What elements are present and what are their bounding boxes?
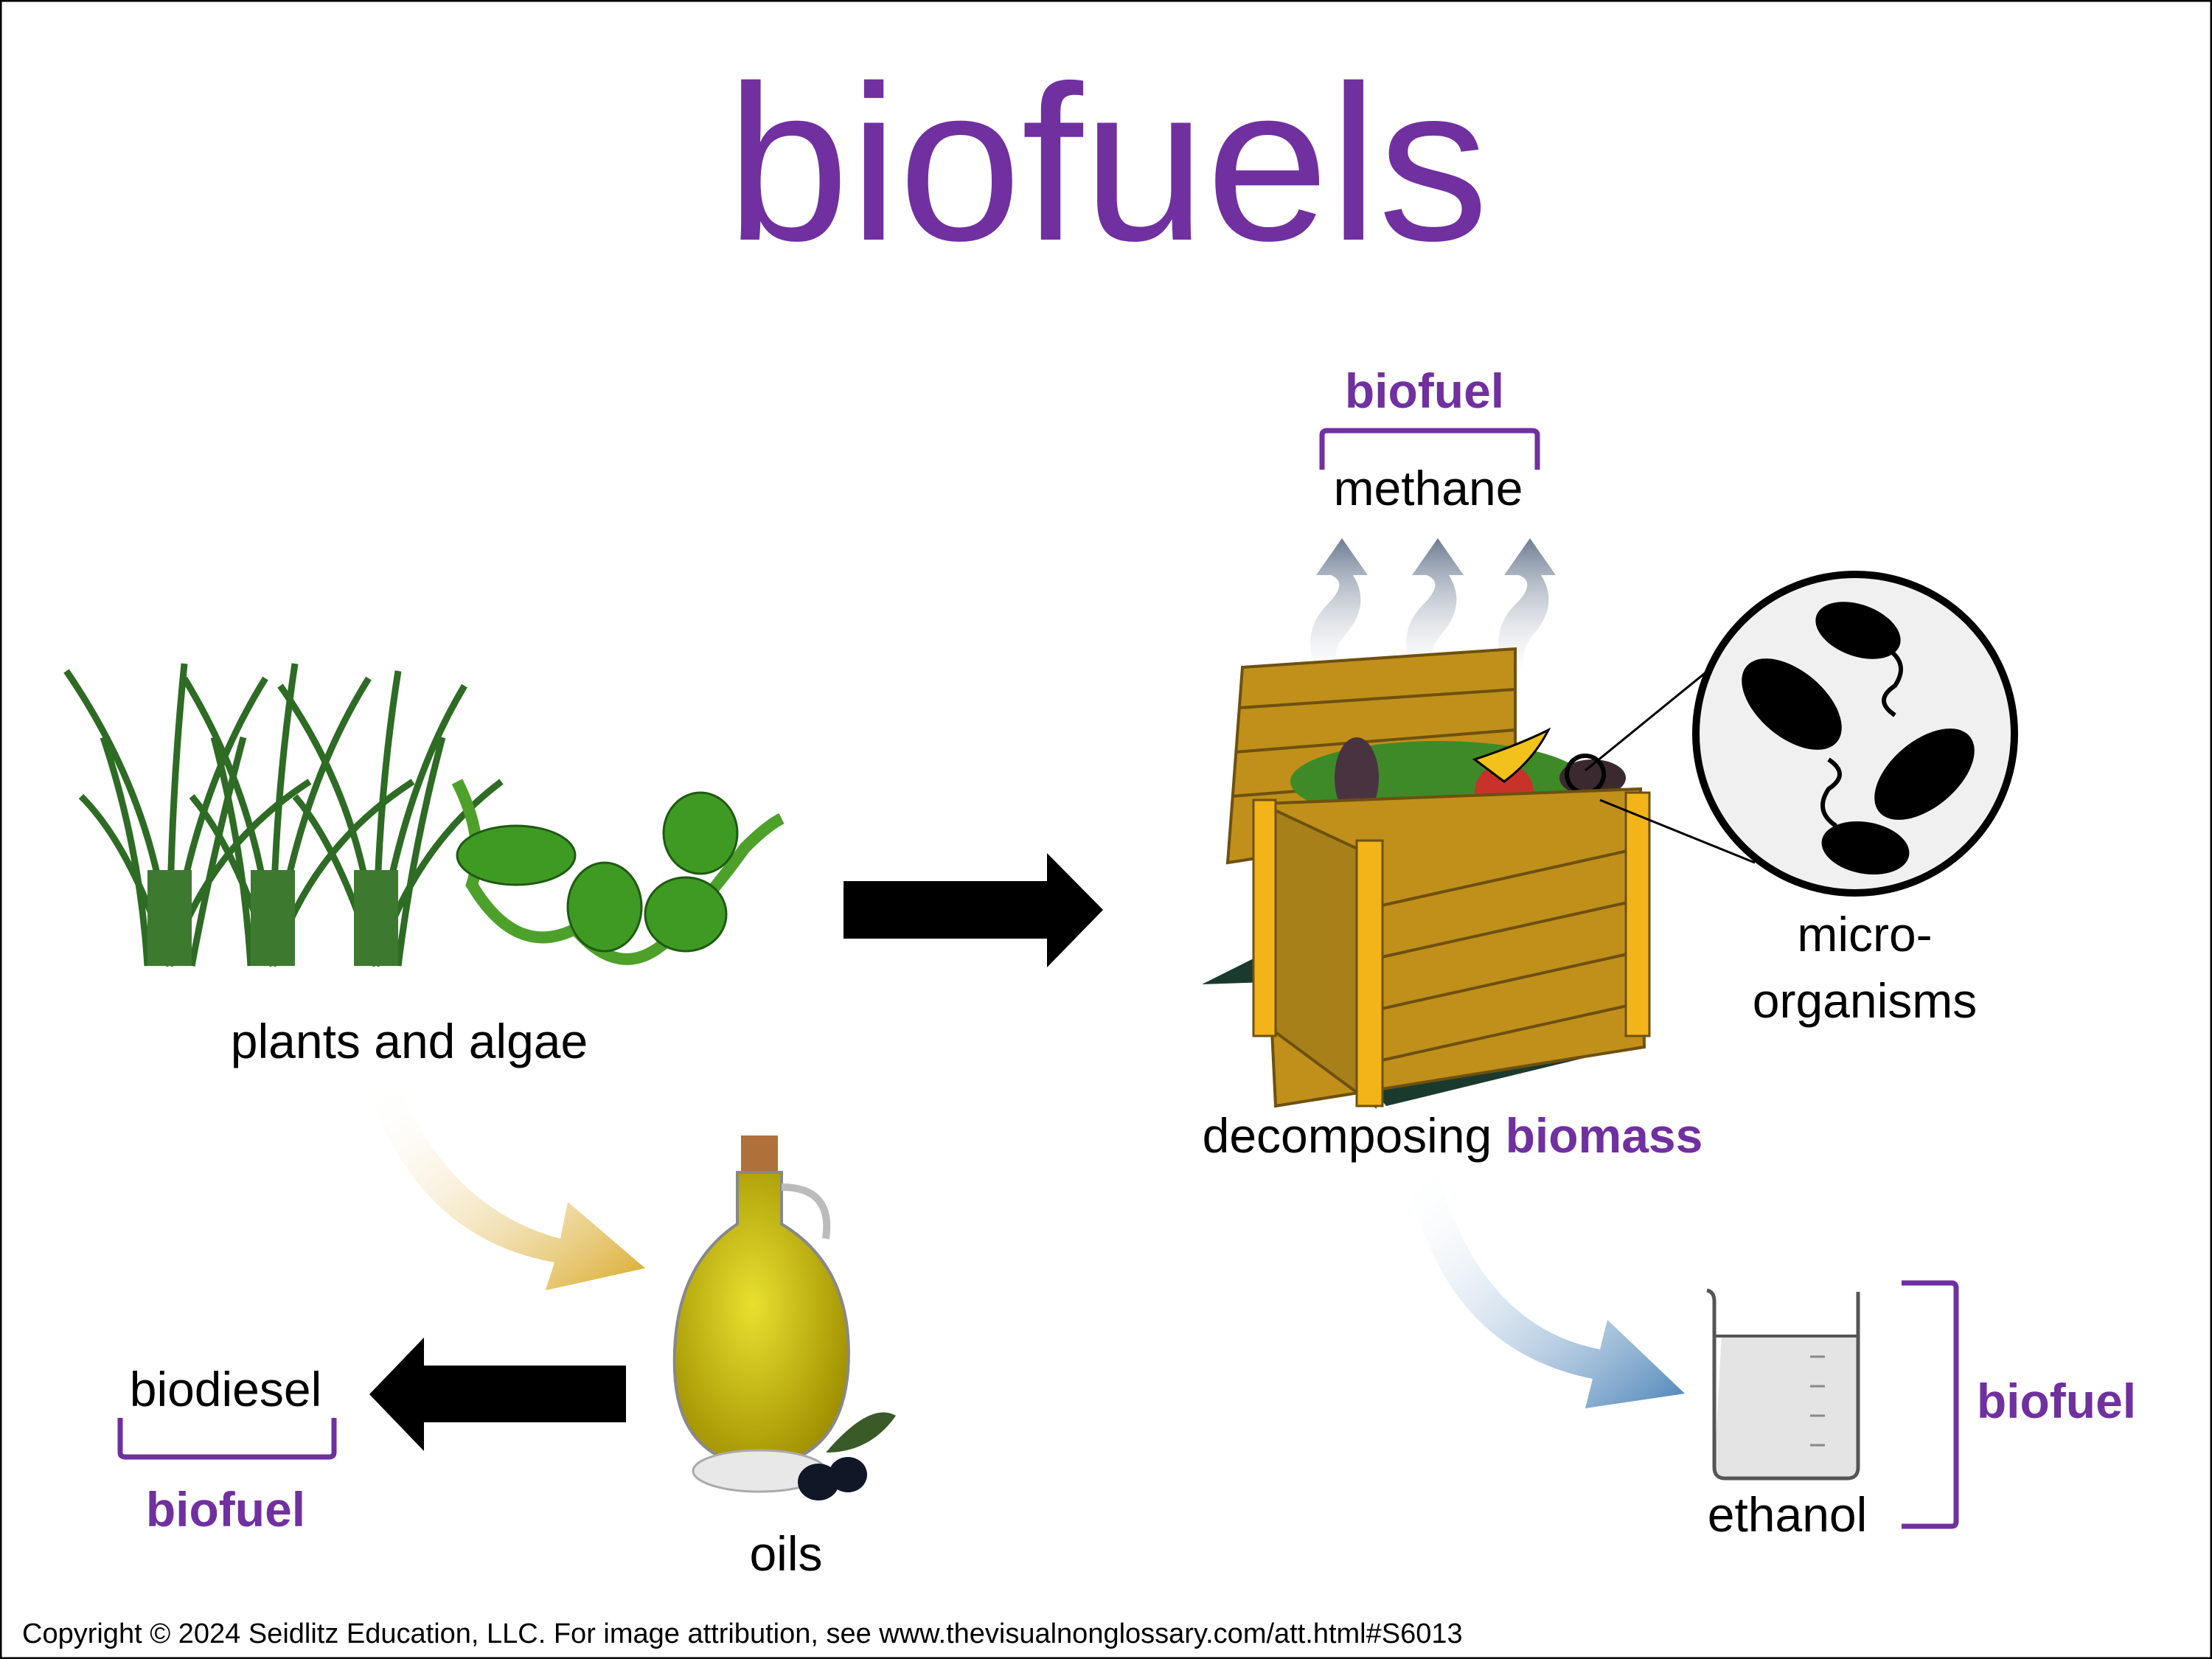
copyright-footer: Copyright © 2024 Seidlitz Education, LLC… [22,1618,1463,1649]
compost-bin-illustration [1202,647,1651,1110]
biodiesel-biofuel-tag: biofuel [146,1482,305,1537]
microorganisms-magnified-icon [1585,571,2018,897]
decomposing-biomass-label: decomposing biomass [1203,1108,1703,1163]
decomposing-text: decomposing [1203,1108,1506,1163]
ethanol-bracket [1902,1280,1959,1529]
grass-icon [63,663,504,967]
left-arrow-icon [369,1338,626,1451]
methane-bracket [1319,428,1540,470]
biodiesel-bracket [117,1418,337,1460]
oils-label: oils [749,1526,822,1581]
biodiesel-label: biodiesel [130,1362,322,1416]
ethanol-biofuel-tag: biofuel [1977,1374,2136,1428]
methane-biofuel-tag: biofuel [1345,364,1504,418]
biomass-text: biomass [1506,1108,1703,1163]
algae-icon [451,779,785,965]
ethanol-label: ethanol [1708,1487,1868,1542]
plants-and-algae-label: plants and algae [231,1014,588,1068]
plants-and-algae-illustration [63,663,785,967]
steam-arrows-icon [1310,538,1556,678]
biomass-to-ethanol-arrow-icon [1408,1172,1685,1408]
page-title: biofuels [726,39,1489,287]
micro-label-line2: organisms [1753,973,1977,1028]
oil-bottle-icon [672,1135,896,1500]
right-arrow-icon [844,853,1103,967]
beaker-icon [1706,1288,1860,1481]
micro-label-line1: micro- [1797,907,1932,961]
plants-to-oils-arrow-icon [369,1084,645,1290]
methane-label: methane [1334,461,1523,515]
